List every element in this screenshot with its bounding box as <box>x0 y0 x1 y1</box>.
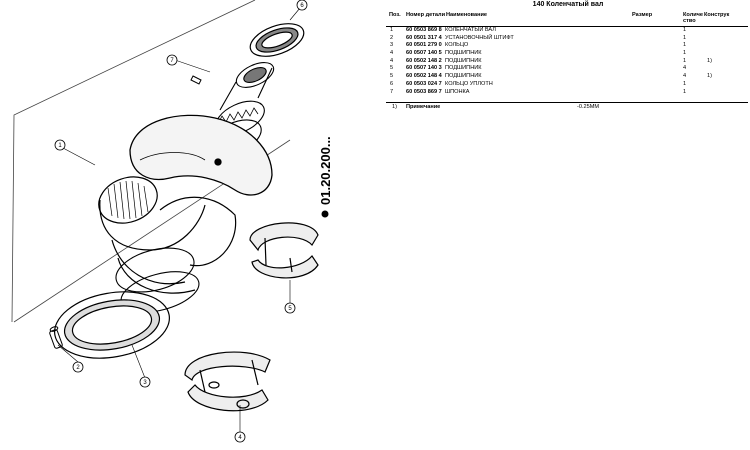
cell-qty: 1 <box>683 27 687 33</box>
drawing-code-text: 01.20.200... <box>318 136 333 205</box>
header-pos: Поз. <box>389 12 401 18</box>
cell-pos: 1 <box>390 27 394 33</box>
footnote-divider <box>386 102 748 103</box>
table-title: 140 Коленчатый вал <box>532 1 604 8</box>
cell-pos: 3 <box>390 42 394 49</box>
cell-number: 60 0507 140 5 <box>406 50 442 57</box>
cell-number: 60 0501 279 0 <box>406 42 442 49</box>
drawing-code: 01.20.200... <box>318 136 333 218</box>
dowel-pin <box>49 326 63 349</box>
table-row: 1 60 0503 869 8 КОЛЕНЧАТЫЙ ВАЛ 1 <box>386 27 750 36</box>
cell-name: ПОДШИПНИК <box>445 65 482 72</box>
callout-2 <box>72 361 84 373</box>
exploded-view-drawing: 7 6 1 2 3 4 5 01.20.200... <box>11 0 333 443</box>
cell-number: 60 0503 869 7 <box>406 88 442 95</box>
cell-name: ПОДШИПНИК <box>445 50 482 57</box>
parts-table: 140 Коленчатый вал Поз. Номер детали Наи… <box>386 0 750 120</box>
table-row: 4 60 0507 140 5 ПОДШИПНИК 1 <box>386 50 750 59</box>
cell-number: 60 0503 024 7 <box>406 80 442 87</box>
callout-4 <box>234 431 246 443</box>
callout-6 <box>296 0 308 11</box>
cell-name: ШПОНКА <box>445 88 470 95</box>
cell-note: 1) <box>707 73 712 80</box>
table-row: 6 60 0503 024 7 КОЛЬЦО УПЛОТН 1 <box>386 80 750 90</box>
crankshaft-web <box>129 114 273 196</box>
callout-labels: 7 6 1 2 3 4 5 <box>58 3 304 441</box>
callout-label-3: 3 <box>143 380 147 386</box>
cell-number: 60 0502 148 4 <box>406 73 442 80</box>
table-row: 2 60 0501 317 4 УСТАНОВОЧНЫЙ ШТИФТ 1 <box>386 34 750 44</box>
key-part <box>190 75 202 85</box>
callout-label-2: 2 <box>76 365 80 371</box>
bearing-shells-conrod <box>249 222 319 279</box>
cell-pos: 6 <box>390 80 394 87</box>
cell-qty: 1 <box>683 42 687 49</box>
cell-pos: 5 <box>390 73 394 80</box>
cell-pos: 2 <box>390 34 394 41</box>
callout-3 <box>139 376 151 388</box>
bearing-shells-main <box>184 351 271 412</box>
crankshaft-section <box>98 176 237 294</box>
callout-markers <box>54 0 308 443</box>
header-number: Номер детали <box>406 12 446 18</box>
table-row: 3 60 0501 279 0 КОЛЬЦО 1 <box>386 43 750 51</box>
callout-1 <box>54 139 66 151</box>
cell-name: ПОДШИПНИК <box>445 57 482 64</box>
table-row: 4 60 0502 148 2 ПОДШИПНИК 1 1) <box>386 57 750 67</box>
cell-name: УСТАНОВОЧНЫЙ ШТИФТ <box>445 34 514 41</box>
cell-pos: 4 <box>390 57 394 64</box>
cell-note: 1) <box>707 57 712 64</box>
cell-name: КОЛЕНЧАТЫЙ ВАЛ <box>445 27 496 33</box>
cell-qty: 1 <box>683 57 687 64</box>
callout-label-7: 7 <box>170 58 174 64</box>
header-name: Наименование <box>446 12 488 18</box>
table-row: 7 60 0503 869 7 ШПОНКА 1 <box>386 88 750 98</box>
cell-pos: 4 <box>390 50 394 57</box>
cell-pos: 5 <box>390 65 394 72</box>
callout-label-5: 5 <box>288 306 292 312</box>
cell-number: 60 0502 148 2 <box>406 57 442 64</box>
cell-qty: 1 <box>683 34 687 41</box>
cell-pos: 7 <box>390 88 394 95</box>
footnote-marker: 1) <box>392 104 397 110</box>
leader-lines <box>57 7 301 432</box>
header-size: Размер <box>632 12 653 18</box>
callout-label-4: 4 <box>238 435 242 441</box>
cell-number: 60 0507 140 3 <box>406 65 442 72</box>
table-row: 5 60 0507 140 3 ПОДШИПНИК 4 <box>386 66 750 74</box>
cell-qty: 1 <box>683 80 687 87</box>
header-note: Конструк <box>704 12 730 18</box>
table-row: 5 60 0502 148 4 ПОДШИПНИК 4 1) <box>386 74 750 82</box>
cell-qty: 4 <box>683 65 687 72</box>
cell-number: 60 0503 869 8 <box>406 27 442 33</box>
code-bullet-icon <box>321 210 329 218</box>
seal-ring-top <box>249 23 305 57</box>
footnote-label: Примечание <box>406 104 441 110</box>
footnote-value: -0.25ММ <box>577 104 600 110</box>
cell-name: ПОДШИПНИК <box>445 73 482 80</box>
cell-number: 60 0501 317 4 <box>406 34 442 41</box>
callout-label-1: 1 <box>58 143 62 149</box>
cell-qty: 1 <box>683 88 687 95</box>
callout-label-6: 6 <box>300 3 304 9</box>
header-qty: Количе <box>683 12 704 18</box>
cell-qty: 4 <box>683 73 687 80</box>
thrust-ring <box>54 291 170 359</box>
cell-name: КОЛЬЦО УПЛОТН <box>445 80 493 87</box>
header-divider <box>386 26 748 27</box>
cell-name: КОЛЬЦО <box>445 42 469 49</box>
cell-qty: 1 <box>683 50 687 57</box>
callout-5 <box>284 302 296 314</box>
header-qty-cont: ство <box>683 18 696 24</box>
callout-7 <box>166 54 178 66</box>
